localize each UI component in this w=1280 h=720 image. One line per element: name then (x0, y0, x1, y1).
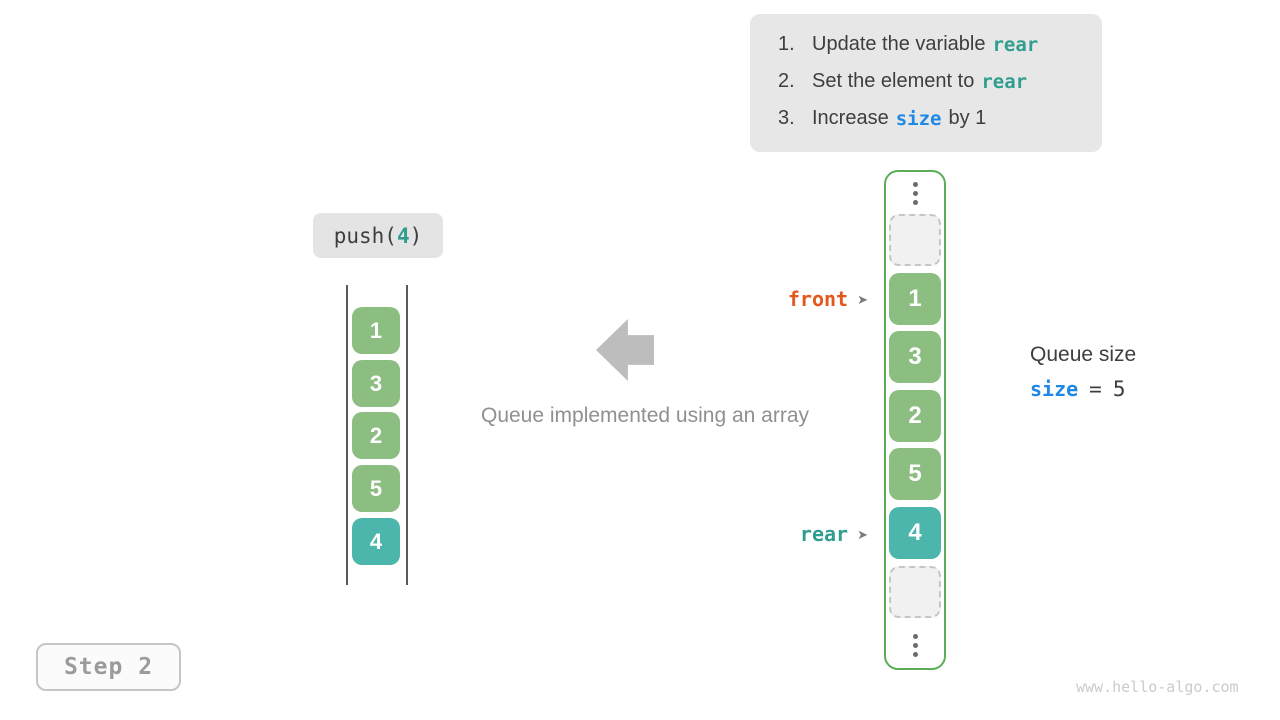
array-cell: 2 (352, 412, 400, 459)
step-badge: Step 2 (36, 643, 181, 691)
pointer-arrow-icon: ➤ (857, 526, 868, 542)
diagram-caption: Queue implemented using an array (480, 404, 810, 427)
front-pointer: front ➤ (788, 287, 868, 311)
step-number: 3. (778, 107, 795, 129)
queue-cell: 2 (889, 390, 941, 442)
step-number: 1. (778, 33, 795, 55)
front-pointer-label: front (787, 287, 849, 311)
step-text: Set the element to (812, 70, 975, 92)
array-rail-left (346, 285, 348, 585)
step-text: by 1 (948, 107, 987, 129)
array-cell: 3 (352, 360, 400, 407)
rear-pointer: rear ➤ (800, 522, 868, 546)
push-prefix: push( (333, 223, 397, 248)
code-token-rear: rear (992, 33, 1039, 56)
code-token-rear: rear (981, 70, 1028, 93)
size-value: 5 (1112, 377, 1126, 401)
equals-sign: = (1089, 377, 1102, 401)
empty-array-slot (889, 566, 941, 618)
queue-array-container: 1 3 2 5 4 (884, 170, 946, 670)
pointer-arrow-icon: ➤ (857, 291, 868, 307)
left-arrow-icon (596, 319, 654, 381)
instruction-box: 1. Update the variable rear 2. Set the e… (750, 14, 1102, 152)
queue-size-title: Queue size (1030, 343, 1137, 366)
queue-cell: 5 (889, 448, 941, 500)
instruction-step-1: 1. Update the variable rear (778, 26, 1102, 63)
step-text: Increase (812, 107, 889, 129)
instruction-step-2: 2. Set the element to rear (778, 63, 1102, 100)
size-variable: size (1030, 377, 1079, 401)
watermark: www.hello-algo.com (1076, 678, 1239, 696)
step-text: Update the variable (812, 33, 986, 55)
push-operation-label: push(4) (313, 213, 443, 258)
array-cell: 5 (352, 465, 400, 512)
queue-cell-front: 1 (889, 273, 941, 325)
push-suffix: ) (409, 223, 423, 248)
instruction-step-3: 3. Increase size by 1 (778, 100, 1102, 137)
empty-array-slot (889, 214, 941, 266)
array-cell: 1 (352, 307, 400, 354)
queue-size-panel: Queue size size = 5 (1030, 343, 1136, 401)
queue-cell-rear: 4 (889, 507, 941, 559)
step-number: 2. (778, 70, 795, 92)
queue-size-value-row: size = 5 (1030, 377, 1136, 401)
code-token-size: size (895, 107, 942, 130)
rear-pointer-label: rear (799, 522, 849, 546)
array-cell-pushed: 4 (352, 518, 400, 565)
queue-cell: 3 (889, 331, 941, 383)
push-argument: 4 (396, 223, 410, 248)
ellipsis-icon (886, 634, 944, 657)
array-rail-right (406, 285, 408, 585)
ellipsis-icon (886, 182, 944, 205)
